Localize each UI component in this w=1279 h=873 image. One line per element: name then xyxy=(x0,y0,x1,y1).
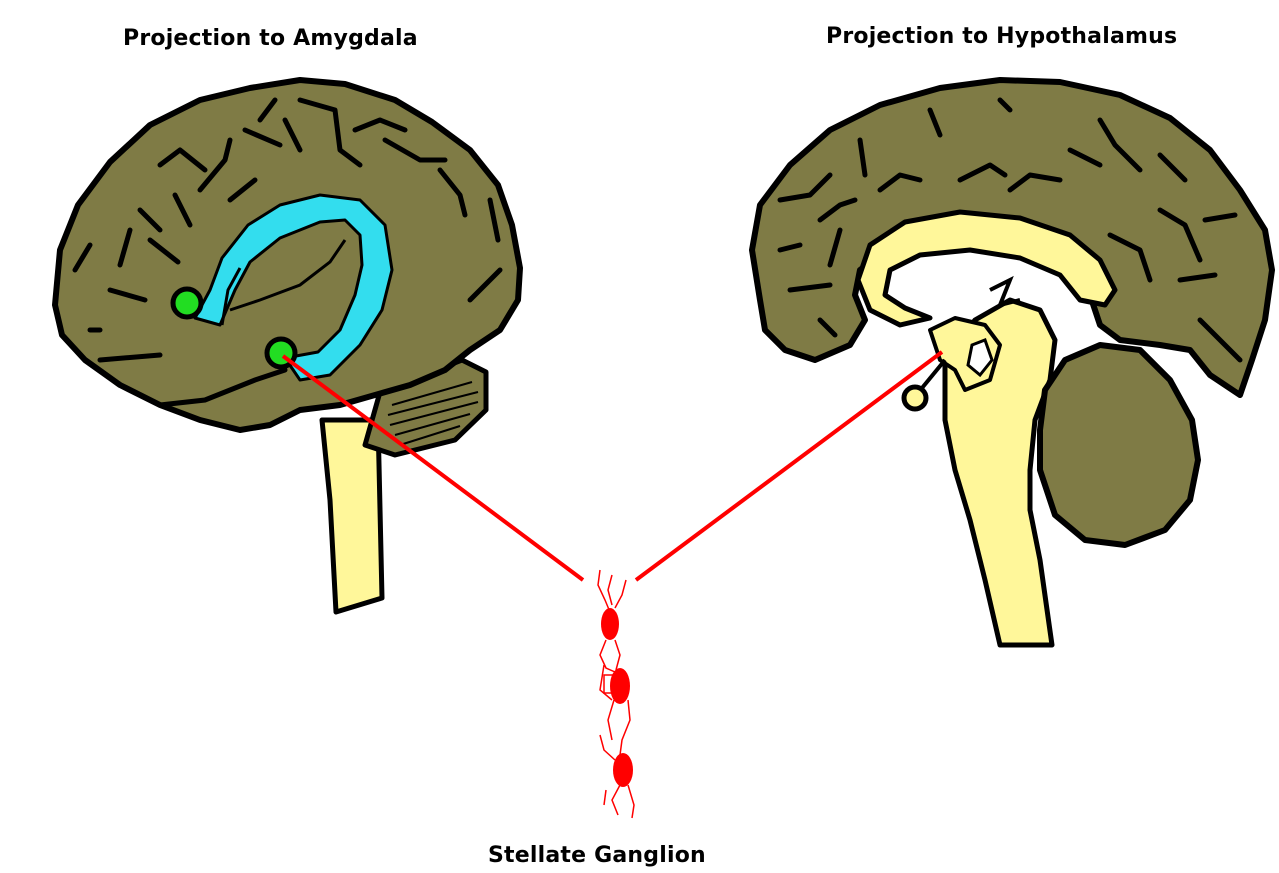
left-brain xyxy=(55,80,520,612)
label-stellate-ganglion: Stellate Ganglion xyxy=(488,843,706,868)
right-pituitary xyxy=(904,387,926,409)
label-projection-hypothalamus: Projection to Hypothalamus xyxy=(826,24,1177,49)
right-cerebellum xyxy=(1040,345,1198,545)
right-brain xyxy=(752,80,1272,645)
ganglion-node-2 xyxy=(610,668,630,704)
left-amygdala-upper xyxy=(173,289,201,317)
ganglion-node-1 xyxy=(601,608,619,640)
projection-line-hypothalamus xyxy=(636,352,942,580)
stellate-ganglion xyxy=(598,570,634,818)
ganglion-node-3 xyxy=(613,753,633,787)
label-projection-amygdala: Projection to Amygdala xyxy=(123,26,418,51)
